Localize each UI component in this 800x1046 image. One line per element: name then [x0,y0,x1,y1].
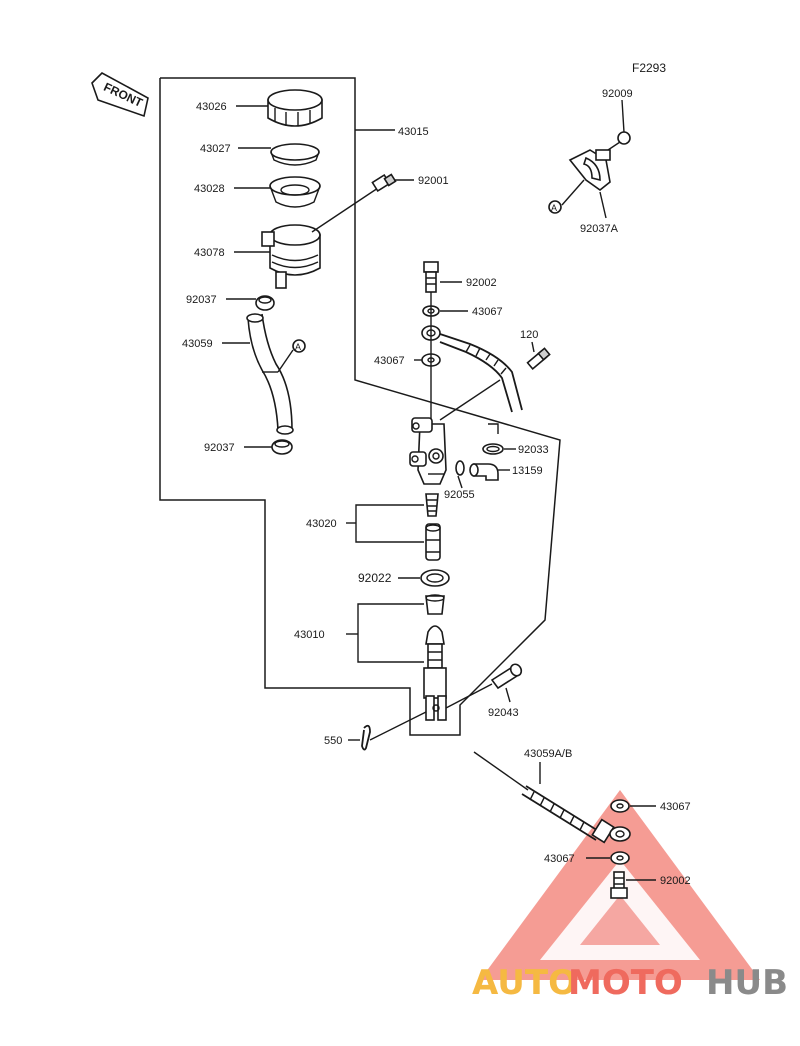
leader-92055 [457,475,463,489]
hose-clamp-bracket-icon [568,131,631,192]
pin-92043-icon [490,663,523,690]
leader-120 [531,341,535,353]
leader-92037A [599,191,607,219]
washer-92022-icon [420,569,450,587]
watermark-text: AUTO MOTO HUB [472,963,788,1003]
screw-92001-icon [311,173,397,233]
label-43026: 43026 [196,101,227,113]
label-120: 120 [520,329,538,341]
cotter-pin-550-icon [361,724,371,751]
leader-92043 [505,687,511,703]
label-43059: 43059 [182,338,213,350]
push-rod-clevis-icon [423,667,447,721]
callout-a-hose-label: A [295,342,301,352]
label-92001: 92001 [418,175,449,187]
label-43067-upper: 43067 [472,306,503,318]
leader-550 [369,711,427,741]
bolt-120-icon [526,347,551,370]
leader-callout-a-bracket [561,179,585,206]
label-92002-top: 92002 [466,277,497,289]
label-43067-lower-right: 43067 [660,801,691,813]
banjo-bolt-top-icon [423,261,439,293]
label-92037-bottom: 92037 [204,442,235,454]
front-arrow-icon: FRONT [91,72,149,118]
label-92055: 92055 [444,489,475,501]
label-92002-bottom: 92002 [660,875,691,887]
label-43027: 43027 [200,143,231,155]
label-13159: 13159 [512,465,543,477]
spring-43020-icon [425,493,441,561]
label-43067-lower-left: 43067 [544,853,575,865]
brake-hose-43059AB-icon [473,751,631,844]
diaphragm-icon [269,176,321,208]
callout-a-bracket-icon [548,200,562,214]
leader-callout-a-hose [277,349,294,373]
leader-92043-pin [445,683,493,709]
label-92037A: 92037A [580,223,619,235]
label-43028: 43028 [194,183,225,195]
bracket-43010 [357,603,424,663]
reservoir-frame [159,77,561,736]
reservoir-hose-icon [246,313,294,435]
reservoir-icon [261,224,321,289]
o-ring-92055-icon [455,460,465,476]
o-ring-92033-icon [482,443,504,455]
watermark-triangle-inner [540,860,700,960]
corner-mark [488,423,499,434]
washer-lower-left-icon [610,851,630,865]
label-43059AB: 43059A/B [524,748,572,760]
leader-92009 [621,99,625,133]
bracket-43020 [355,504,424,543]
callout-a-bracket-label: A [551,203,557,213]
label-43010: 43010 [294,629,325,641]
label-43015: 43015 [398,126,429,138]
label-92022: 92022 [358,571,392,585]
label-43067-left: 43067 [374,355,405,367]
diaphragm-plate-icon [270,143,320,166]
piston-assembly-icon [425,594,445,669]
label-92033: 92033 [518,444,549,456]
watermark-triangle-core [580,895,660,945]
hose-clamp-bottom-icon [271,439,293,455]
elbow-fitting-icon [469,463,499,481]
hose-clamp-top-icon [255,295,275,311]
label-92037-top: 92037 [186,294,217,306]
watermark-hub: HUB [706,963,788,1003]
label-92043: 92043 [488,707,519,719]
label-550: 550 [324,735,342,747]
label-92009: 92009 [602,88,633,100]
washer-lower-right-icon [610,799,630,813]
banjo-bolt-bottom-icon [610,871,628,899]
watermark-moto: MOTO [568,963,683,1003]
label-43078: 43078 [194,247,225,259]
master-cylinder-body-icon [409,417,447,485]
watermark-auto: AUTO [472,963,577,1003]
callout-a-hose-icon [292,339,306,353]
diagram-code: F2293 [632,61,666,75]
reservoir-cap-icon [267,89,323,127]
label-43020: 43020 [306,518,337,530]
leader-hose-to-body [439,379,501,421]
